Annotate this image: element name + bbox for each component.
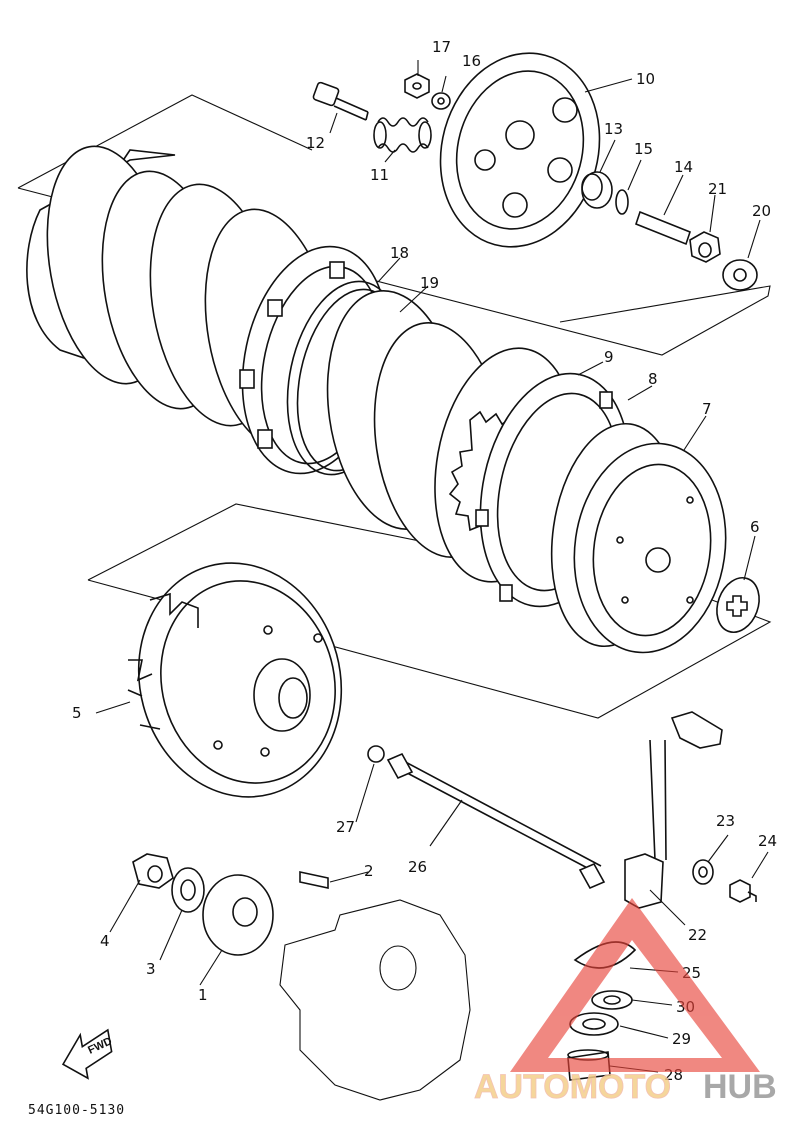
ball-27	[367, 745, 385, 763]
clutch-housing-5	[127, 562, 343, 798]
part-label-23: 23	[716, 812, 735, 830]
part-label-17: 17	[432, 38, 451, 56]
bolt-24	[729, 879, 757, 903]
part-label-5: 5	[72, 704, 82, 722]
part-label-24: 24	[758, 832, 777, 850]
bearing-13	[581, 171, 613, 209]
push-rod-26	[386, 752, 606, 890]
crankcase-outline	[279, 899, 471, 1101]
part-label-4: 4	[100, 932, 110, 950]
nut-4	[132, 853, 174, 889]
watermark-brand-part1: AUTOMOTO	[474, 1068, 671, 1106]
part-label-15: 15	[634, 140, 653, 158]
bolt-12	[312, 81, 369, 121]
clutch-boss-7	[550, 422, 727, 654]
o-ring-15	[615, 189, 629, 215]
part-label-20: 20	[752, 202, 771, 220]
part-label-27: 27	[336, 818, 355, 836]
part-label-26: 26	[408, 858, 427, 876]
part-label-12: 12	[306, 134, 325, 152]
part-label-7: 7	[702, 400, 712, 418]
lock-washer-3	[171, 867, 205, 913]
push-rod-14	[635, 210, 691, 246]
part-label-22: 22	[688, 926, 707, 944]
part-label-3: 3	[146, 960, 156, 978]
part-label-14: 14	[674, 158, 693, 176]
part-label-8: 8	[648, 370, 658, 388]
nut-17	[404, 73, 430, 99]
key-2	[299, 871, 329, 889]
part-label-13: 13	[604, 120, 623, 138]
document-code: 54G100-5130	[28, 1103, 125, 1118]
part-label-1: 1	[198, 986, 208, 1004]
part-label-29: 29	[672, 1030, 691, 1048]
spring-11	[373, 117, 432, 153]
washer-6	[716, 577, 760, 633]
part-label-21: 21	[708, 180, 727, 198]
washer-16	[431, 92, 451, 110]
clutch-lever-shaft-22	[624, 711, 723, 909]
oil-seal-30	[591, 990, 633, 1010]
part-label-2: 2	[364, 862, 374, 880]
forward-direction-icon: FWD	[61, 1028, 114, 1080]
pressure-plate-10	[439, 52, 601, 248]
part-label-19: 19	[420, 274, 439, 292]
part-label-16: 16	[462, 52, 481, 70]
primary-drive-gear-1	[202, 874, 274, 956]
part-label-18: 18	[390, 244, 409, 262]
nut-21	[689, 231, 721, 263]
part-number-labels: 1 2 3 4 5 6 7 8 9 10 11 12 13 14 15 16 1…	[72, 38, 777, 1084]
leader-lines	[95, 60, 769, 1073]
part-label-6: 6	[750, 518, 760, 536]
watermark-triangle-logo	[510, 898, 760, 1072]
washer-23	[692, 859, 714, 885]
part-label-10: 10	[636, 70, 655, 88]
lock-washer-20	[722, 259, 758, 291]
part-label-9: 9	[604, 348, 614, 366]
automotohub-watermark: AUTOMOTO HUB	[474, 898, 777, 1106]
part-label-11: 11	[370, 166, 389, 184]
watermark-brand-part2: HUB	[703, 1068, 777, 1106]
